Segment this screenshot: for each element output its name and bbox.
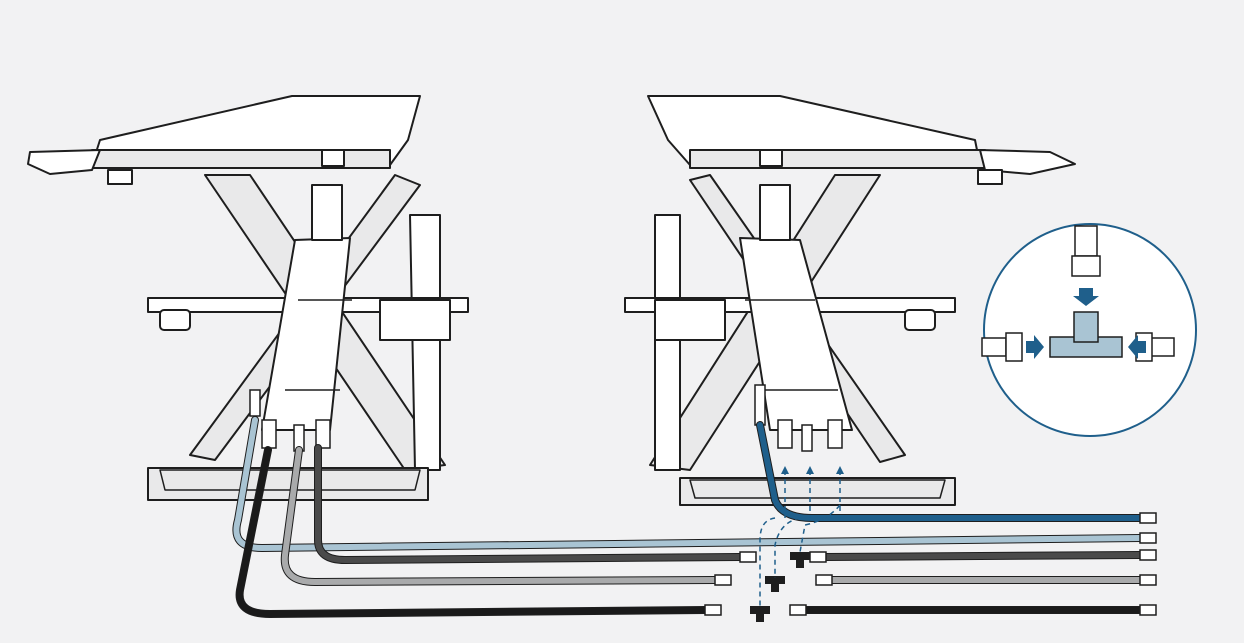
hose-dark-gray [315,445,743,564]
left-pivot-plate [379,299,451,341]
left-port-1 [261,419,277,449]
left-piston-rod [311,184,343,241]
callout-top-hose [1074,225,1098,257]
right-platform-side [979,149,1076,175]
left-platform-bracket [107,169,133,185]
hose-light-blue [233,417,1143,552]
left-platform-bracket-2 [321,149,345,167]
callout-arrow-left-icon [1128,335,1146,359]
callout-right-nut [1149,337,1175,357]
left-platform-side [27,149,101,175]
right-piston-rod [759,184,791,241]
tee-fitting-3-icon [750,606,770,622]
right-pivot-plate [654,299,726,341]
left-scissor-lift [27,95,469,501]
right-base [679,477,956,506]
left-port-3 [315,419,331,449]
callout-top-nut [1071,255,1101,277]
hose-black [236,447,708,618]
tee-fitting-2-icon [765,576,785,592]
left-arm-3 [409,214,441,471]
right-arm-3 [654,214,681,471]
tee-fittings [750,552,810,622]
hose-blue [757,422,1143,521]
left-platform-edge [91,149,391,169]
right-port-3 [827,419,843,449]
right-platform-bracket [977,169,1003,185]
tee-fitting-1-icon [790,552,810,568]
callout-left-collar [1005,332,1023,362]
callout-tee-stem [1073,311,1099,343]
right-port-1 [777,419,793,449]
right-scissor-lift [624,95,1076,506]
right-platform-bracket-2 [759,149,783,167]
right-port-4 [754,384,766,426]
left-hoses [232,416,1144,619]
right-platform-edge [689,149,986,169]
hose-gray [281,447,718,586]
right-port-2 [801,424,813,452]
left-port-4 [249,389,261,417]
hose-end-fittings [704,512,1157,616]
callout-arrow-right-icon [1026,335,1044,359]
right-pivot-1 [904,309,936,331]
tee-fitting-callout [981,223,1197,437]
dashed-guides [759,466,844,608]
right-hoses [756,421,1144,614]
left-pivot-1 [159,309,191,331]
left-base [147,467,429,501]
callout-arrow-down-icon [1073,288,1099,306]
callout-left-nut [981,337,1007,357]
